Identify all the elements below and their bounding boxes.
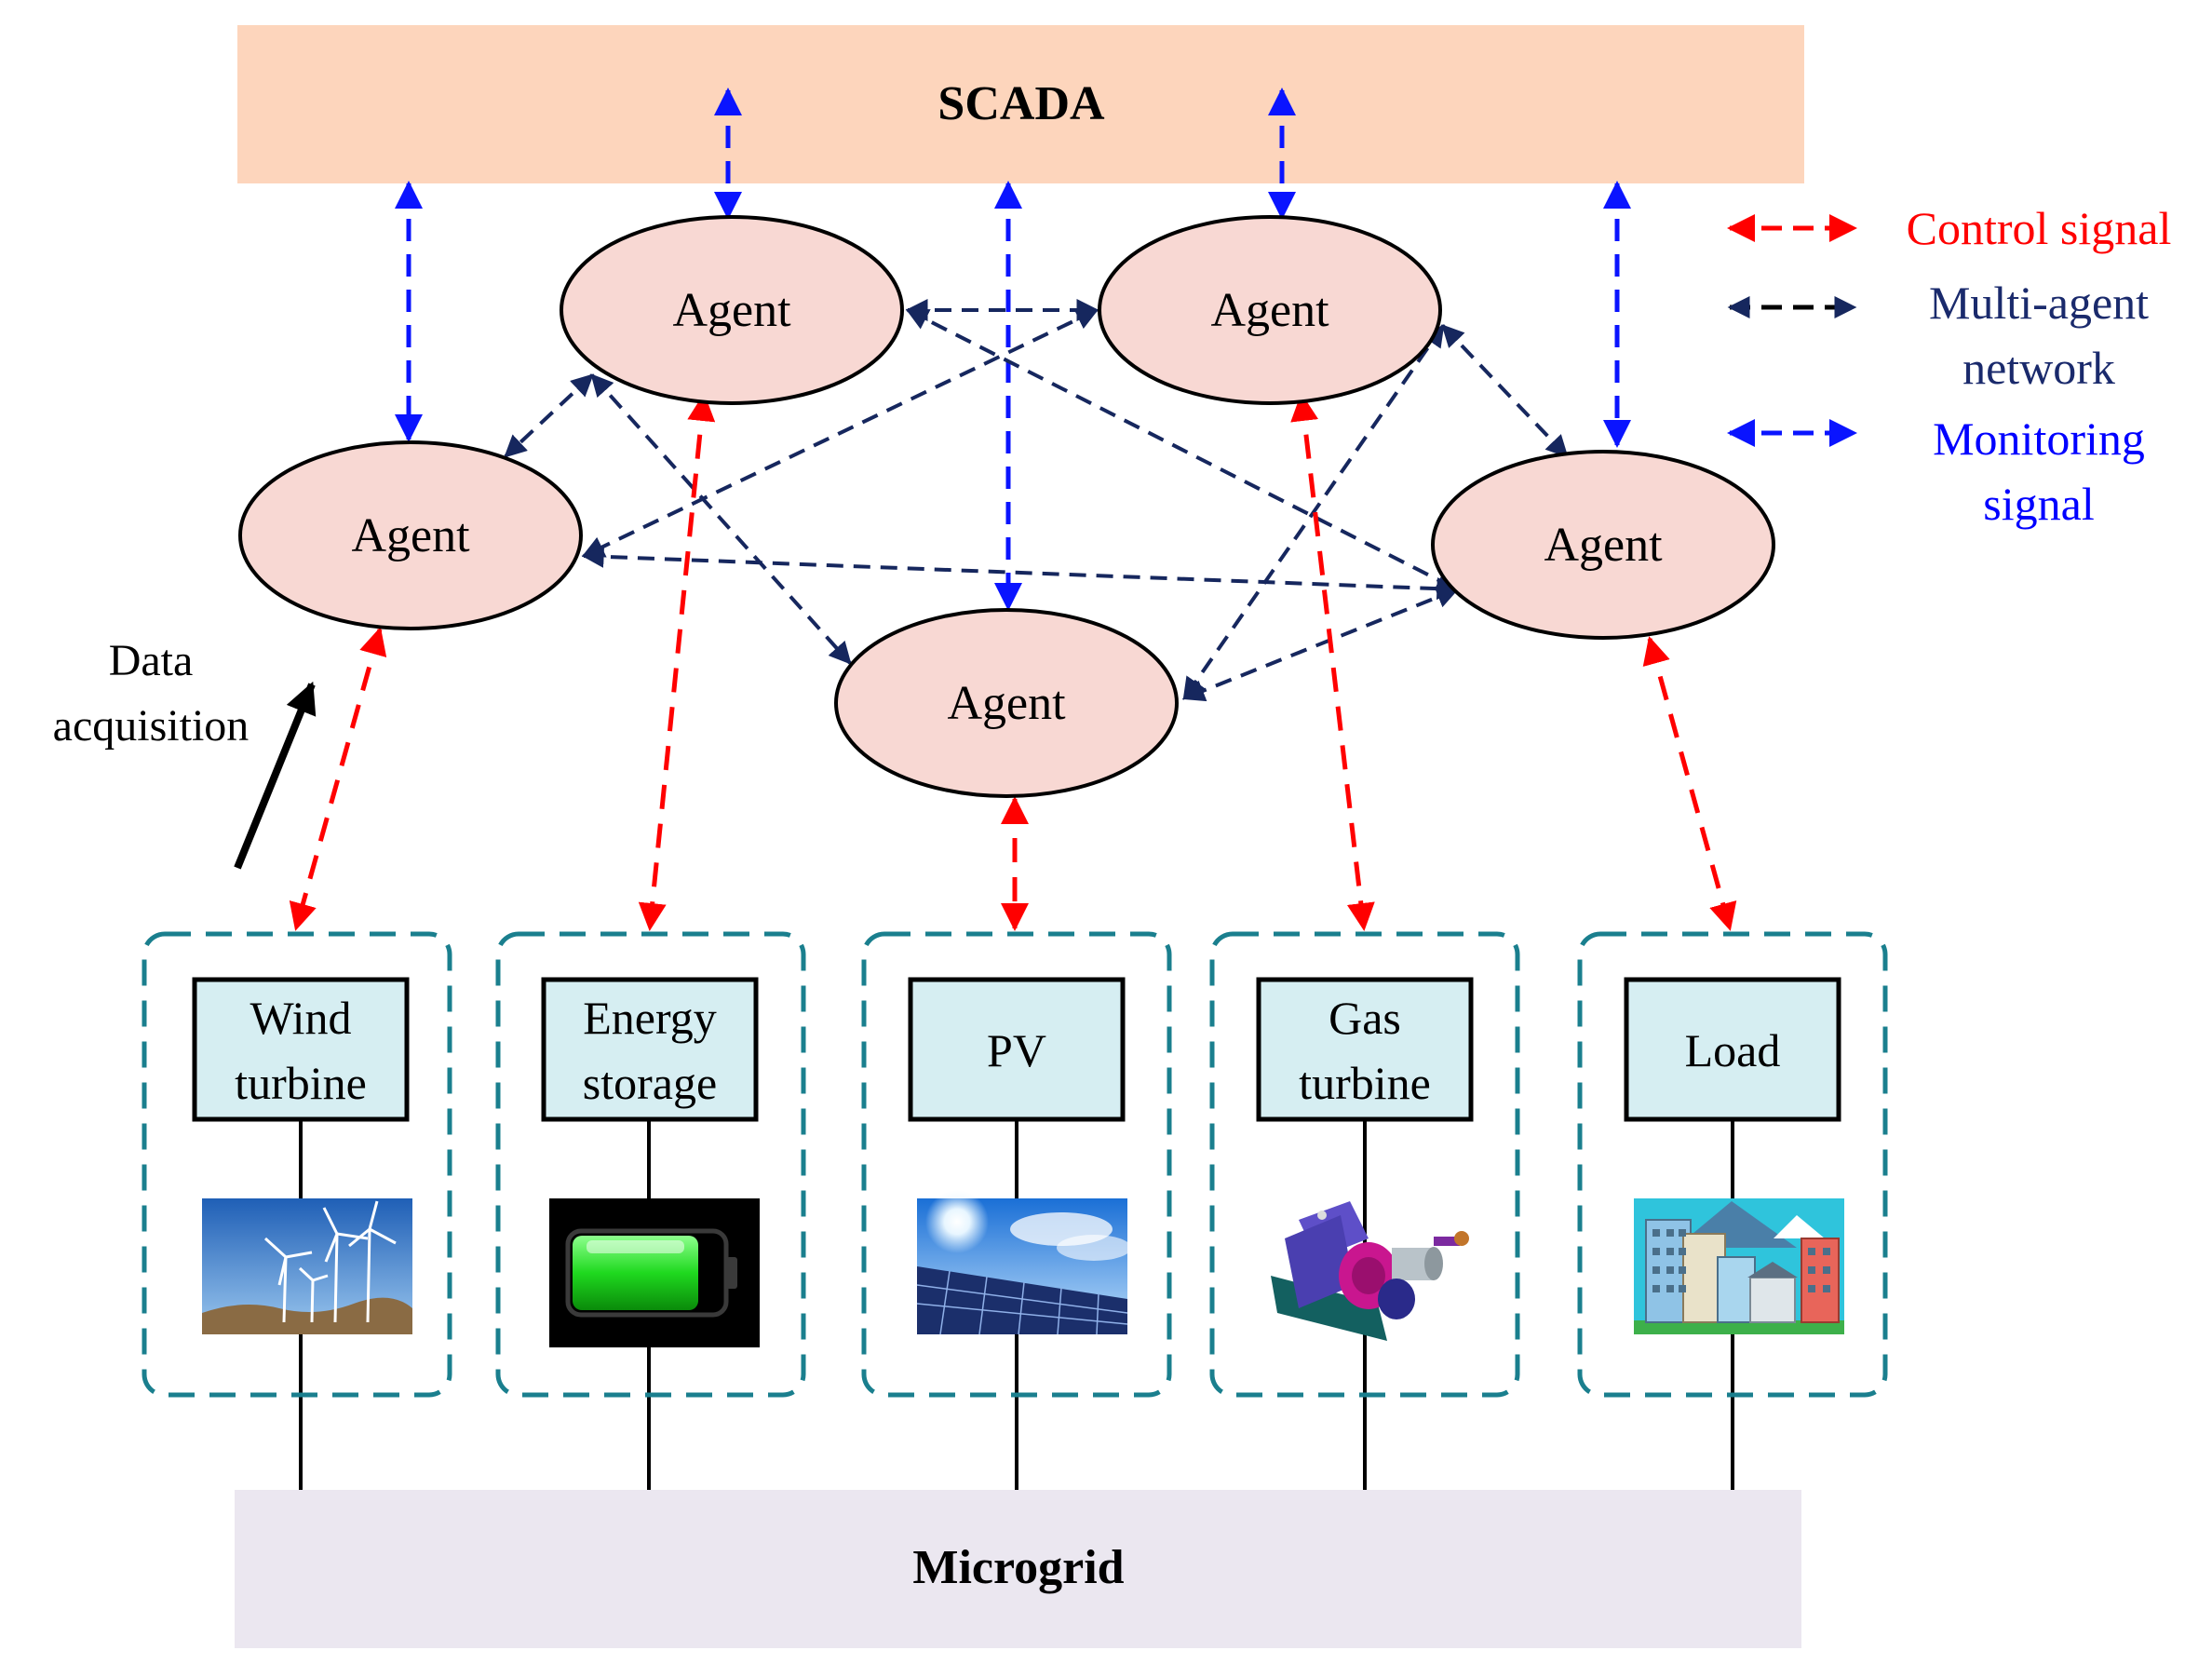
component-containers: [142, 931, 1888, 1398]
component-label-line1: Gas: [1329, 992, 1401, 1044]
legend-monitoring-line1: Monitoring: [1933, 413, 2145, 465]
legend-multi-agent-line1: Multi-agent: [1929, 277, 2149, 329]
component-gas-turbine: Gas turbine: [1256, 977, 1474, 1122]
legend-multi-agent-line2: network: [1962, 342, 2115, 394]
scada-label: SCADA: [937, 77, 1105, 130]
legend: Control signal Multi-agent network Monit…: [1727, 202, 2172, 530]
data-acquisition-arrow: [234, 681, 317, 870]
agent-label: Agent: [1210, 284, 1329, 337]
scada-bar: [237, 25, 1804, 183]
data-acquisition-line1: Data: [109, 636, 194, 685]
component-label-line1: Load: [1685, 1024, 1781, 1076]
control-link-load: [1642, 636, 1737, 931]
network-link-3: [590, 373, 852, 665]
component-label-line1: Wind: [250, 992, 351, 1044]
agent-label: Agent: [947, 677, 1066, 730]
network-link-2: [504, 373, 594, 458]
control-link-storage: [638, 393, 716, 931]
legend-monitoring-line2: signal: [1983, 478, 2094, 530]
gas-turbine-image: [1271, 1201, 1469, 1341]
component-label-line2: turbine: [235, 1057, 367, 1109]
buildings-image: [1634, 1198, 1844, 1334]
component-wind-turbine: Wind turbine: [192, 977, 410, 1122]
control-signal-links: [289, 393, 1737, 931]
legend-control-signal: Control signal: [1727, 202, 2172, 254]
component-label-line1: PV: [987, 1024, 1046, 1076]
solar-panels-image: [916, 1190, 1131, 1335]
microgrid-bar: [235, 1490, 1801, 1648]
agent-label: Agent: [672, 284, 791, 337]
component-label-line1: Energy: [583, 992, 716, 1044]
legend-multi-agent-network: Multi-agent network: [1727, 277, 2149, 394]
agent-right: Agent: [1431, 450, 1775, 640]
agent-top-right: Agent: [1098, 215, 1442, 405]
agent-label: Agent: [351, 509, 470, 562]
wind-turbines-image: [202, 1198, 412, 1334]
component-label-line2: storage: [583, 1057, 717, 1109]
network-link-6: [581, 545, 1460, 601]
legend-monitoring-signal: Monitoring signal: [1727, 413, 2145, 530]
agent-left: Agent: [238, 440, 583, 630]
component-energy-storage: Energy storage: [541, 977, 759, 1122]
control-link-wind: [289, 627, 387, 931]
component-load: Load: [1624, 977, 1841, 1122]
legend-control-label: Control signal: [1907, 202, 2172, 254]
component-pv: PV: [908, 977, 1126, 1122]
network-link-7: [1441, 324, 1569, 458]
agent-label: Agent: [1544, 519, 1663, 572]
network-link-9: [1181, 586, 1460, 702]
agent-center: Agent: [834, 608, 1179, 798]
data-acquisition-line2: acquisition: [53, 701, 250, 751]
agent-top-left: Agent: [560, 215, 904, 405]
control-link-gas: [1290, 393, 1375, 931]
battery-image: [549, 1198, 760, 1347]
component-label-line2: turbine: [1299, 1057, 1431, 1109]
microgrid-label: Microgrid: [912, 1541, 1124, 1594]
